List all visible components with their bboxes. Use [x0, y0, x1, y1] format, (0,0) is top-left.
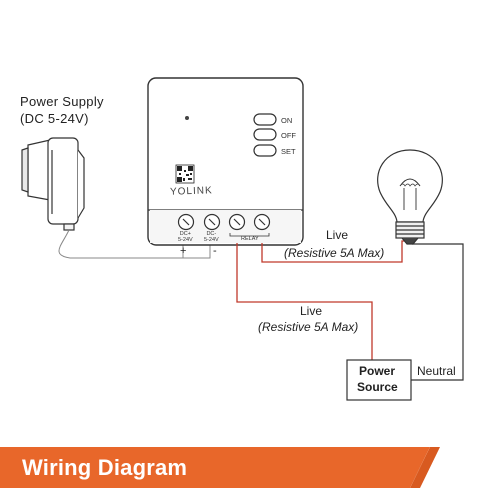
on-button-label: ON — [281, 116, 293, 125]
live-bottom-label: Live — [300, 304, 323, 318]
device-body — [147, 77, 304, 246]
power-adapter-icon — [21, 137, 85, 231]
off-button-icon[interactable] — [253, 128, 277, 141]
light-bulb-icon — [377, 149, 443, 245]
on-button-icon[interactable] — [253, 113, 277, 126]
device-buttons — [253, 113, 277, 157]
power-supply-title: Power Supply — [20, 94, 104, 109]
power-source-line1: Power — [359, 364, 396, 378]
status-led — [185, 116, 189, 120]
power-source-box — [346, 359, 412, 401]
terminals — [177, 213, 271, 237]
off-button-label: OFF — [281, 131, 296, 140]
set-button-icon[interactable] — [253, 144, 277, 157]
power-source-line2: Source — [357, 380, 398, 394]
polarity-minus: - — [213, 245, 217, 257]
live-bottom-rating: (Resistive 5A Max) — [258, 320, 359, 334]
polarity-plus: + — [180, 245, 187, 257]
footer-title: Wiring Diagram — [22, 455, 188, 480]
live-top-label: Live — [326, 228, 349, 242]
live-top-rating: (Resistive 5A Max) — [284, 246, 385, 260]
neutral-label: Neutral — [417, 364, 456, 378]
terminal-dc-minus-label: DC-5-24V — [204, 231, 219, 243]
footer-banner — [0, 447, 488, 488]
set-button-label: SET — [281, 147, 296, 156]
power-supply-voltage: (DC 5-24V) — [20, 111, 89, 126]
brand-logo: YOLINK — [169, 185, 213, 198]
qr-code-icon — [175, 164, 195, 184]
neutral-wire — [411, 243, 464, 381]
terminal-dc-plus-label: DC+5-24V — [178, 231, 193, 243]
dc-cable-minus — [70, 243, 211, 259]
relay-label: RELAY — [241, 236, 259, 242]
